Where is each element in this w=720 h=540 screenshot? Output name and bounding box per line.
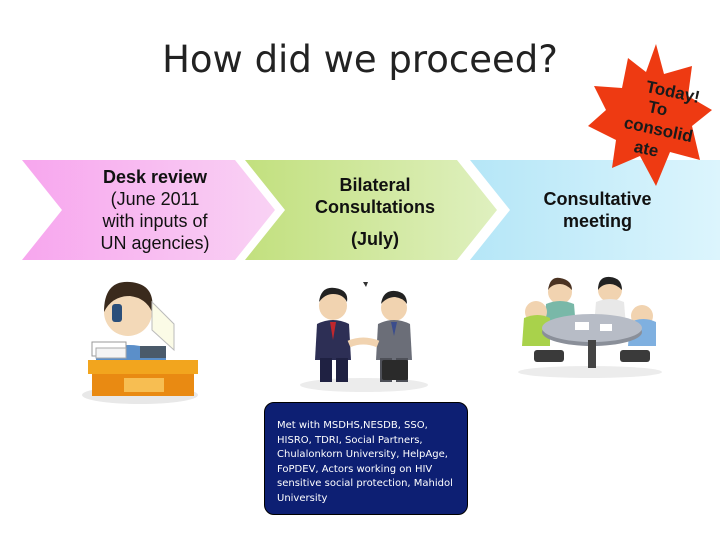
step-desk-review-line-1: (June 2011 bbox=[110, 189, 200, 209]
consultation-partners-note: Met with MSDHS,NESDB, SSO, HISRO, TDRI, … bbox=[264, 402, 468, 515]
desk-worker-illustration bbox=[82, 281, 198, 404]
small-marker bbox=[363, 282, 368, 287]
step-desk-review-line-3: UN agencies) bbox=[100, 233, 210, 253]
starburst-line-2: To bbox=[646, 97, 670, 120]
step-desk-review-line-2: with inputs of bbox=[102, 211, 208, 231]
starburst-line-4: ate bbox=[632, 137, 661, 161]
step-desk-review: Desk review (June 2011 with inputs of UN… bbox=[70, 166, 240, 254]
step-chevron-bilateral bbox=[245, 160, 497, 260]
step-consultative-heading-2: meeting bbox=[562, 211, 632, 231]
page-title: How did we proceed? bbox=[162, 38, 558, 81]
handshake-illustration bbox=[300, 287, 428, 392]
meeting-illustration bbox=[518, 276, 662, 378]
step-chevron-consultative bbox=[470, 160, 720, 260]
step-bilateral-heading-2: Consultations bbox=[315, 197, 435, 217]
step-bilateral-date: (July) bbox=[350, 229, 399, 249]
starburst-shape bbox=[588, 44, 712, 186]
step-desk-review-heading: Desk review bbox=[102, 167, 208, 187]
step-bilateral-heading-1: Bilateral bbox=[339, 175, 411, 195]
step-consultative-heading-1: Consultative bbox=[543, 189, 652, 209]
step-consultative: Consultative meeting bbox=[520, 188, 675, 232]
step-bilateral: Bilateral Consultations (July) bbox=[290, 174, 460, 250]
step-chevron-desk-review bbox=[22, 160, 275, 260]
